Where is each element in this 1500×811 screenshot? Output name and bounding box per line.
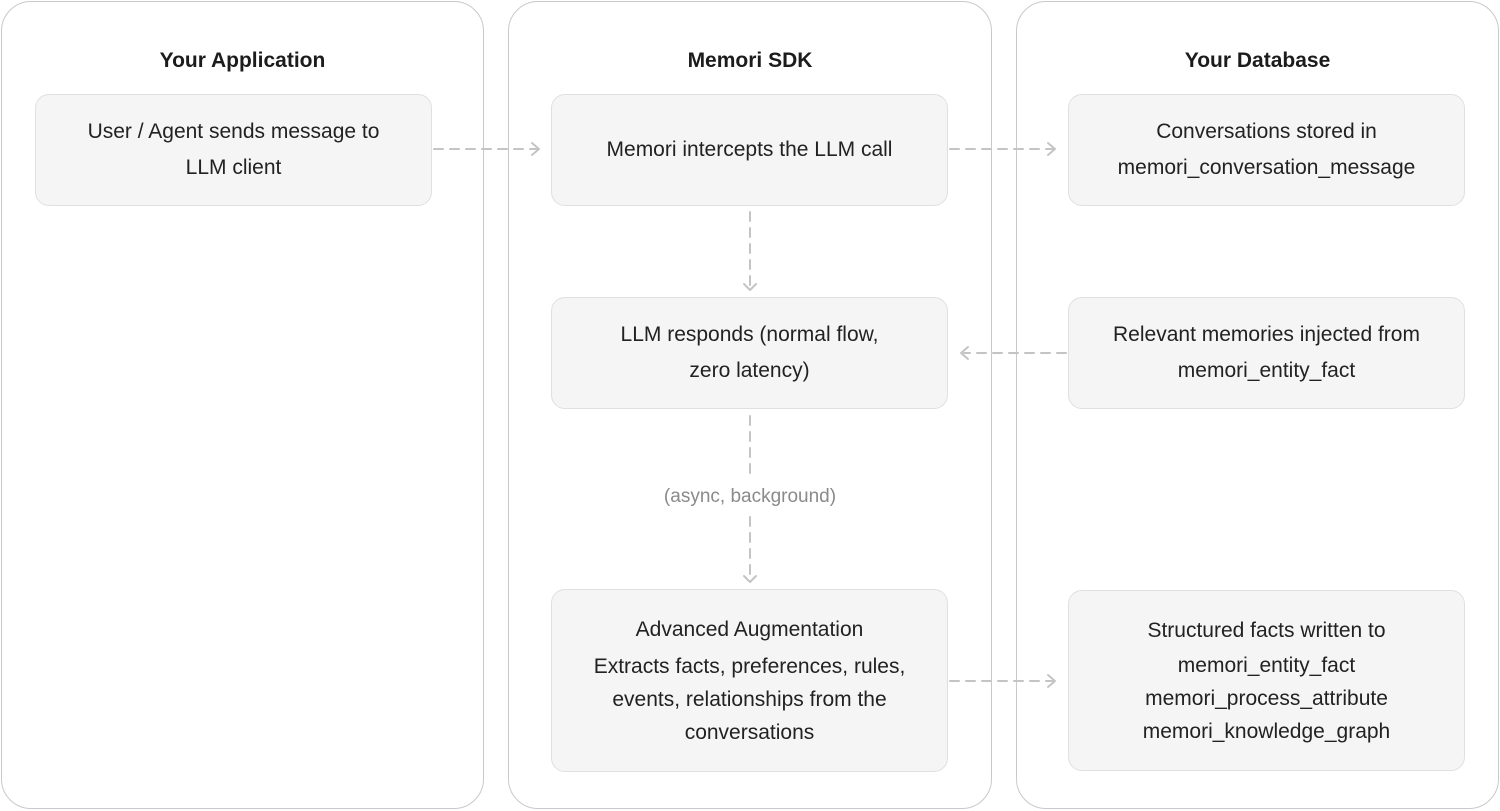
arrowhead-right-intercept (531, 142, 540, 156)
arrowhead-right-facts (1047, 674, 1056, 688)
lane-title-database: Your Database (1184, 49, 1331, 72)
advanced-augmentation-line-2: events, relationships from the (612, 688, 887, 711)
conversations-stored-box: Conversations stored in memori_conversat… (1068, 94, 1465, 206)
llm-responds-line-2: zero latency) (689, 359, 810, 382)
arrowhead-left-respond (960, 346, 969, 360)
llm-responds-line-1: LLM responds (normal flow, (620, 323, 879, 346)
arrowhead-down-augment (743, 575, 757, 583)
async-background-label: (async, background) (663, 486, 837, 507)
advanced-augmentation-line-3: conversations (684, 721, 815, 744)
structured-facts-line-1: Structured facts written to (1147, 619, 1386, 642)
conversations-stored-line-2: memori_conversation_message (1117, 156, 1416, 179)
send-message-line-2: LLM client (185, 156, 282, 179)
lane-title-application: Your Application (159, 49, 326, 72)
memories-injected-line-1: Relevant memories injected from (1113, 323, 1420, 346)
advanced-augmentation-line-1: Extracts facts, preferences, rules, (593, 655, 906, 678)
lane-title-sdk: Memori SDK (687, 49, 813, 72)
arrowhead-down-respond (743, 283, 757, 291)
advanced-augmentation-box: Advanced Augmentation Extracts facts, pr… (551, 589, 948, 772)
memories-injected-box: Relevant memories injected from memori_e… (1068, 297, 1465, 409)
send-message-box: User / Agent sends message to LLM client (35, 94, 432, 206)
structured-facts-line-4: memori_knowledge_graph (1142, 720, 1391, 743)
structured-facts-box: Structured facts written to memori_entit… (1068, 590, 1465, 771)
llm-responds-box: LLM responds (normal flow, zero latency) (551, 297, 948, 409)
advanced-augmentation-title: Advanced Augmentation (635, 618, 864, 641)
structured-facts-line-2: memori_entity_fact (1177, 654, 1356, 677)
intercept-call-box: Memori intercepts the LLM call (551, 94, 948, 206)
memories-injected-line-2: memori_entity_fact (1177, 359, 1356, 382)
conversations-stored-line-1: Conversations stored in (1156, 120, 1377, 143)
structured-facts-line-3: memori_process_attribute (1145, 687, 1388, 710)
send-message-line-1: User / Agent sends message to (87, 120, 380, 143)
arrowhead-right-stored (1047, 142, 1056, 156)
intercept-call-text: Memori intercepts the LLM call (606, 138, 893, 161)
